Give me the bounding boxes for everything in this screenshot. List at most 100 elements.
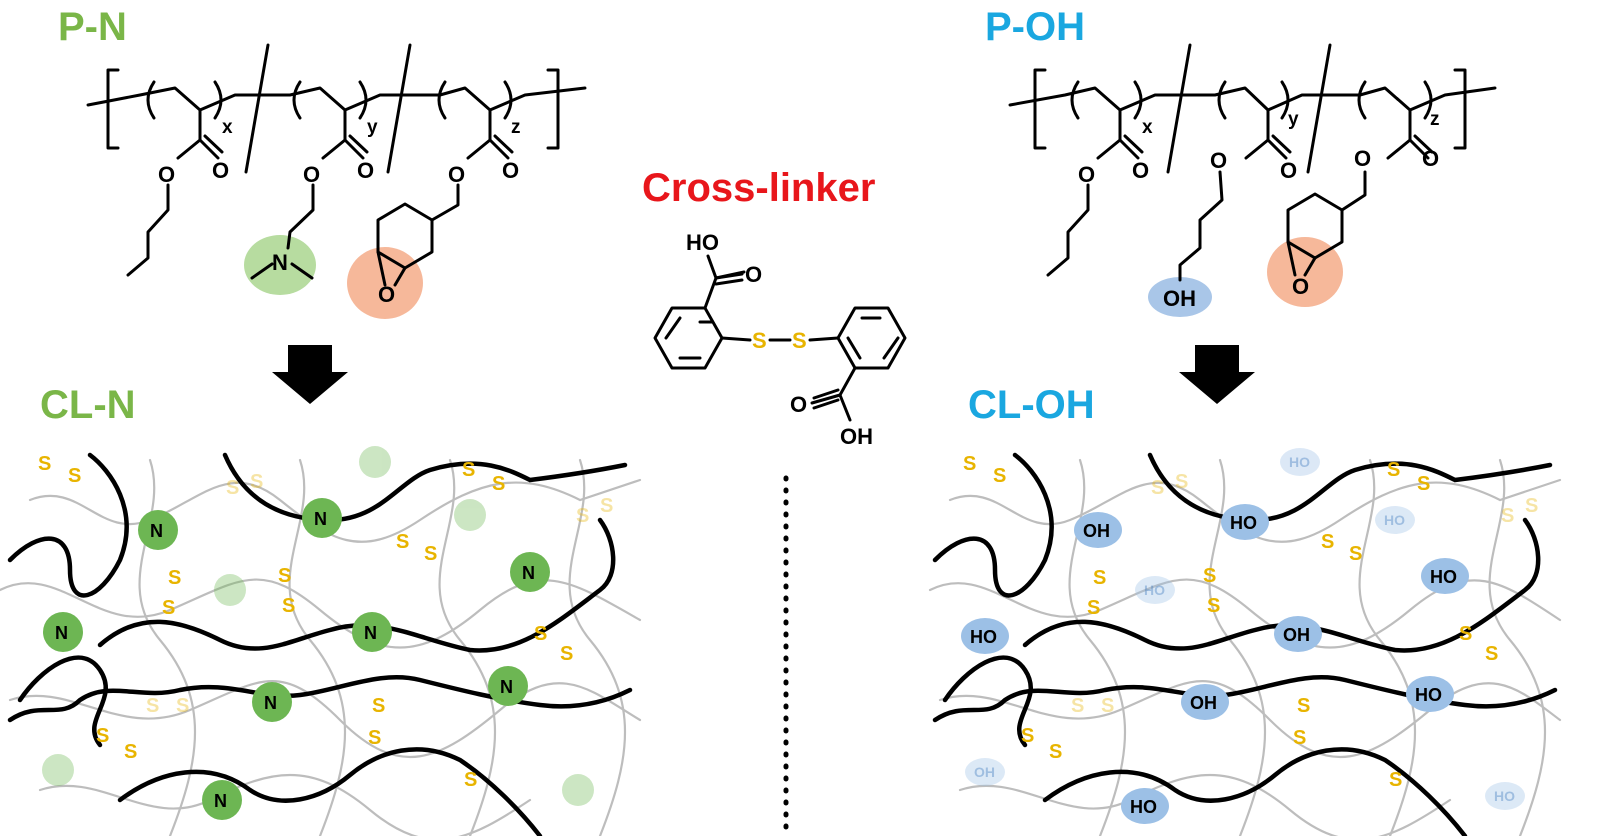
hydroxyl-node — [961, 618, 1009, 654]
cooh-o-2: O — [790, 392, 807, 417]
hydroxyl-node-faint — [965, 758, 1005, 786]
amine-n-label: N — [150, 521, 163, 541]
sulfur-label: S — [1417, 473, 1430, 495]
sulfur-label: S — [68, 465, 81, 487]
hydroxyl-label: OH — [1190, 693, 1217, 713]
sulfur-label: S — [368, 727, 381, 749]
amine-node — [352, 612, 392, 652]
ester-o-3b: O — [448, 162, 465, 187]
down-arrow-icon-2 — [1179, 345, 1255, 404]
crosslinker-molecule: HO O S S O OH — [653, 230, 907, 449]
sulfur-label: S — [1349, 543, 1362, 565]
amine-n: N — [272, 250, 288, 275]
ester-o-6: O — [1422, 146, 1439, 171]
hydroxyl-label: OH — [1283, 625, 1310, 645]
subscript-y-2: y — [1288, 109, 1299, 130]
hydroxyl-label-faint: HO — [1289, 454, 1310, 470]
cl-n-network: N N N N N N N N S S S S S S S S S S S S … — [0, 446, 642, 836]
cooh-oh: OH — [840, 424, 873, 449]
amine-node-faint — [214, 574, 246, 606]
cooh-ho: HO — [686, 230, 719, 255]
subscript-x-2: x — [1142, 117, 1153, 138]
hydroxyl-node — [1121, 788, 1169, 824]
subscript-z-2: z — [1430, 109, 1440, 130]
sulfur-label: S — [1021, 725, 1034, 747]
sulfur-label: S — [993, 465, 1006, 487]
down-arrow-icon — [272, 345, 348, 404]
title-cross-linker: Cross-linker — [642, 166, 875, 210]
hydroxyl-node — [1421, 558, 1469, 594]
sulfur-label-faint: S — [1071, 695, 1084, 717]
subscript-y: y — [367, 117, 378, 138]
amine-n-label: N — [364, 623, 377, 643]
title-p-n: P-N — [58, 5, 127, 49]
cl-oh-network: OH HO HO HO OH OH HO HO HO HO HO OH HO S… — [928, 448, 1562, 836]
sulfur-label-faint: S — [600, 495, 613, 517]
hydroxyl-label-faint: OH — [974, 764, 995, 780]
amine-node-faint — [42, 754, 74, 786]
amine-node — [302, 498, 342, 538]
sulfur-label: S — [124, 741, 137, 763]
sulfur-label: S — [1297, 695, 1310, 717]
ester-o-1b: O — [158, 162, 175, 187]
sulfur-label: S — [168, 567, 181, 589]
hydroxyl-label: OH — [1083, 521, 1110, 541]
sulfur-label: S — [1293, 727, 1306, 749]
ester-o-2b: O — [303, 162, 320, 187]
hydroxyl-label: HO — [1430, 567, 1457, 587]
sulfur-label: S — [372, 695, 385, 717]
p-oh-polymer-structure: x y z O O O O OH O O O — [1008, 43, 1497, 317]
hydroxyl-node-faint — [1485, 782, 1525, 810]
ester-o-5: O — [1280, 158, 1297, 183]
hydroxyl-node-faint — [1375, 506, 1415, 534]
hydroxyl-highlight — [1148, 277, 1212, 317]
ester-o-5b: O — [1210, 148, 1227, 173]
sulfur-label: S — [396, 531, 409, 553]
hydroxyl-node — [1074, 512, 1122, 548]
sulfur-label: S — [162, 597, 175, 619]
sulfur-label-faint: S — [1525, 495, 1538, 517]
sulfur-label: S — [462, 459, 475, 481]
amine-node — [43, 612, 83, 652]
sulfur-1: S — [752, 328, 767, 353]
amine-node — [202, 780, 242, 820]
amine-node-faint — [359, 446, 391, 478]
ester-o-1: O — [212, 158, 229, 183]
hydroxyl-node-faint — [1280, 448, 1320, 476]
hydroxyl-oh: OH — [1163, 286, 1196, 311]
amine-node — [510, 552, 550, 592]
amine-node — [488, 666, 528, 706]
amine-n-label: N — [522, 563, 535, 583]
sulfur-label: S — [464, 769, 477, 791]
hydroxyl-node — [1181, 684, 1229, 720]
amine-n-label: N — [214, 791, 227, 811]
hydroxyl-node — [1274, 616, 1322, 652]
sulfur-label: S — [96, 725, 109, 747]
hydroxyl-label-faint: HO — [1494, 788, 1515, 804]
hydroxyl-label-faint: HO — [1384, 512, 1405, 528]
ester-o-4b: O — [1078, 162, 1095, 187]
sulfur-2: S — [792, 328, 807, 353]
sulfur-label-faint: S — [1151, 477, 1164, 499]
sulfur-label-faint: S — [1175, 471, 1188, 493]
amine-node — [138, 510, 178, 550]
epoxide-highlight-2 — [1267, 237, 1343, 307]
sulfur-label: S — [282, 595, 295, 617]
amine-n-label: N — [55, 623, 68, 643]
subscript-x: x — [222, 117, 233, 138]
sulfur-label: S — [560, 643, 573, 665]
sulfur-label: S — [1207, 595, 1220, 617]
sulfur-label: S — [492, 473, 505, 495]
sulfur-label: S — [1087, 597, 1100, 619]
sulfur-label: S — [38, 453, 51, 475]
hydroxyl-label: HO — [1415, 685, 1442, 705]
sulfur-label-faint: S — [226, 477, 239, 499]
sulfur-label: S — [1459, 623, 1472, 645]
amine-highlight — [244, 235, 316, 295]
cooh-o-1: O — [745, 262, 762, 287]
sulfur-label: S — [1093, 567, 1106, 589]
sulfur-label: S — [1321, 531, 1334, 553]
sulfur-label: S — [1387, 459, 1400, 481]
title-p-oh: P-OH — [985, 5, 1085, 49]
subscript-z: z — [511, 117, 521, 138]
